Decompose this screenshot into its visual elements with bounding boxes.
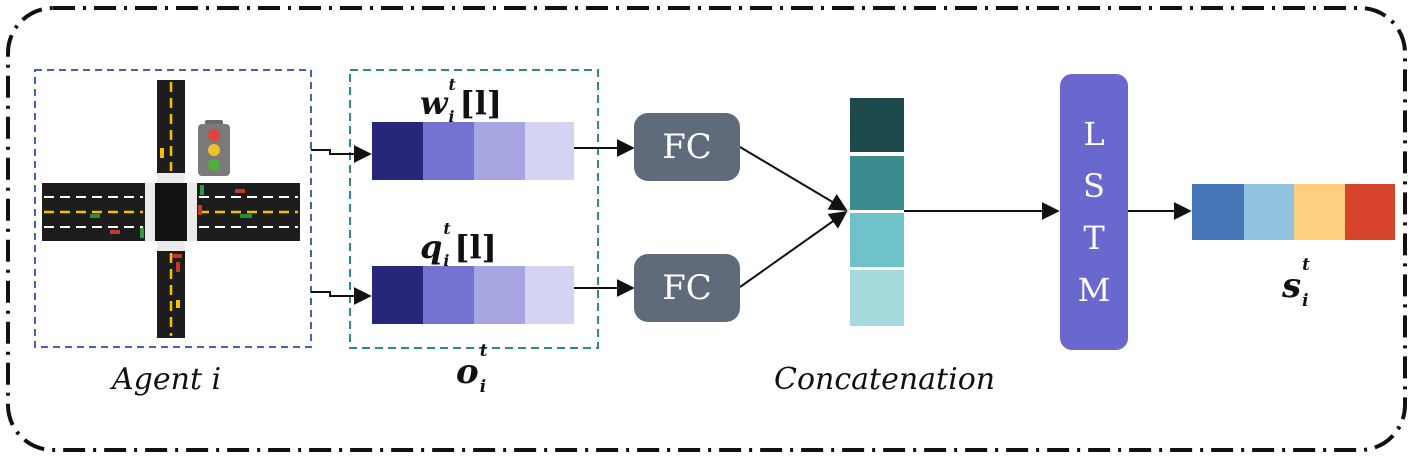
lstm-block: L S T M (1060, 74, 1128, 350)
output-cell (1244, 184, 1294, 240)
concat-cell (850, 98, 904, 152)
concatenation-label: Concatenation (774, 362, 996, 397)
agent-label: Agent i (112, 362, 222, 397)
w-vector-cell (474, 122, 525, 180)
arrow-agent-to-w (311, 145, 372, 163)
concat-cell (850, 270, 904, 326)
q-vector-cell (423, 266, 474, 324)
observation-box (349, 69, 599, 349)
lstm-letter: T (1083, 219, 1105, 257)
w-vector-cell (423, 122, 474, 180)
w-vector-cell (372, 122, 423, 180)
output-cell (1294, 184, 1345, 240)
arrow-fc-top-to-concat (739, 146, 848, 211)
traffic-light-icon (198, 120, 230, 176)
w-vector-cell (525, 122, 574, 180)
agent-box (34, 69, 312, 348)
arrow-fc-bottom-to-concat (739, 210, 848, 288)
concat-cell (850, 213, 904, 267)
lstm-letter: L (1083, 115, 1105, 153)
intersection-illustration (42, 80, 300, 338)
lstm-letter: M (1077, 271, 1111, 309)
outer-frame (6, 6, 1407, 452)
q-vector-cell (474, 266, 525, 324)
output-cell (1192, 184, 1244, 240)
arrow-agent-to-q (311, 287, 372, 305)
concat-cell (850, 156, 904, 210)
lstm-letter: S (1083, 167, 1105, 205)
q-vector-cell (525, 266, 574, 324)
output-cell (1345, 184, 1395, 240)
fc-block-top: FC (634, 113, 740, 181)
fc-block-bottom: FC (634, 254, 740, 322)
q-vector-cell (372, 266, 423, 324)
